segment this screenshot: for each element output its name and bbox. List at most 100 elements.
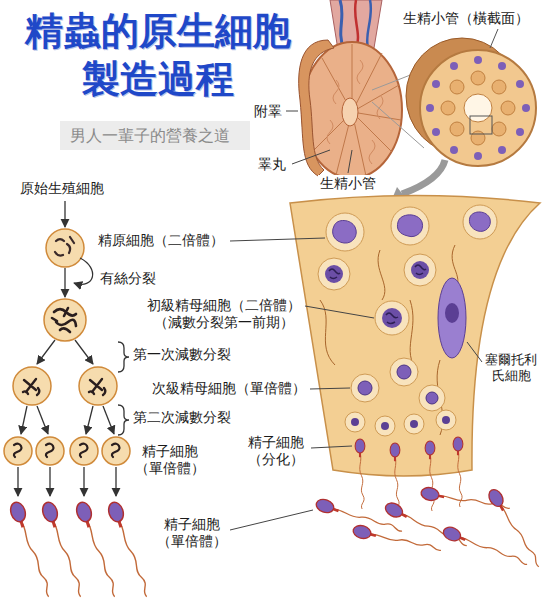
- basal-nuclei: [474, 56, 482, 64]
- secondary-spermatocyte: [390, 358, 418, 386]
- watermark: 男人一輩子的營養之道: [70, 126, 230, 145]
- secondary-spermatocyte: [426, 392, 438, 404]
- spermatid-nuclei: [442, 416, 450, 424]
- basal-nuclei: [450, 62, 458, 70]
- secondary-spermatocyte: [390, 358, 418, 386]
- testis-figure: [299, 0, 402, 178]
- leader-line: [490, 29, 498, 48]
- primary-spermatocyte-cell: [52, 308, 76, 332]
- secondary-spermatocyte-cell: [13, 367, 51, 405]
- primary-spermatocyte: [329, 269, 340, 279]
- secondary-spermatocyte: [419, 385, 445, 411]
- basal-nuclei: [516, 80, 524, 88]
- zoom-arrow: [402, 160, 445, 194]
- basal-nuclei: [426, 104, 434, 112]
- cell-label: 精子細胞 （單倍體）: [155, 516, 229, 550]
- secondary-spermatocyte: [351, 374, 379, 402]
- cell-label: 初級精母細胞（二倍體） （減數分裂第一前期）: [145, 297, 303, 331]
- secondary-spermatocyte-cell: [79, 367, 117, 405]
- maturing-sperm: [355, 439, 365, 509]
- flow-arrow: [49, 467, 50, 496]
- flow-arrow: [64, 268, 65, 297]
- part-label: 生精小管: [318, 175, 378, 192]
- cell-label: 精子細胞 （分化）: [245, 434, 307, 468]
- part-label: 睪丸: [258, 156, 286, 173]
- inner-cells: [441, 71, 515, 145]
- secondary-spermatocyte: [351, 374, 379, 402]
- inner-cells: [441, 101, 455, 115]
- cylinder-face: [420, 50, 536, 166]
- primary-spermatocyte: [375, 301, 409, 335]
- basal-nuclei: [498, 62, 506, 70]
- spermatid-cell: [102, 437, 130, 465]
- spermatid-nuclei: [410, 420, 418, 428]
- primary-spermatocyte-cell: [44, 299, 86, 341]
- process-label: 第二次減數分裂: [133, 409, 231, 426]
- flow-arrow: [115, 467, 116, 496]
- flow-arrow: [17, 467, 18, 496]
- flow-arrow: [83, 467, 84, 496]
- free-sperm: [352, 524, 442, 559]
- flow-arrow: [103, 406, 114, 434]
- inner-cells: [450, 80, 464, 94]
- spermatid-cell: [36, 437, 64, 465]
- basal-nuclei: [522, 104, 530, 112]
- secondary-spermatocyte-cell: [23, 379, 39, 395]
- flow-arrow: [37, 340, 55, 364]
- leader-line: [230, 510, 313, 530]
- primary-spermatocyte: [382, 308, 402, 328]
- spermatid-cell: [46, 444, 54, 457]
- zoom-box: [470, 116, 492, 134]
- inner-cells: [501, 101, 515, 115]
- flow-arrow: [75, 340, 93, 364]
- leader-line: [305, 306, 374, 318]
- tubule-coils: [327, 120, 333, 144]
- inner-cells: [471, 131, 485, 145]
- lumen: [464, 94, 492, 122]
- cell-label: 次級精母細胞（單倍體）: [152, 380, 306, 397]
- tubule-coils: [357, 60, 363, 84]
- primary-spermatocyte: [411, 261, 429, 279]
- primary-spermatocyte: [415, 265, 426, 275]
- brace: [118, 342, 129, 372]
- spermatid-cell: [36, 437, 64, 465]
- secondary-spermatocyte-cell: [13, 367, 51, 405]
- primary-spermatocyte-cell: [44, 299, 86, 341]
- inner-cells: [492, 80, 506, 94]
- diagram-title: 精蟲的原生細胞 製造過程: [8, 8, 308, 103]
- tubule-wall: [290, 196, 540, 514]
- cell-label: 精子細胞 （單倍體）: [134, 443, 206, 477]
- basal-nuclei: [432, 128, 440, 136]
- spermatid-cell: [102, 437, 130, 465]
- testis-lobules: [352, 112, 392, 152]
- secondary-spermatocyte: [419, 385, 445, 411]
- inner-cells: [471, 71, 485, 85]
- lineage-figure: [4, 201, 150, 600]
- spermatid-cell: [80, 444, 88, 457]
- spermatid-nuclei: [381, 422, 389, 430]
- spermatogonium: [333, 220, 357, 243]
- spermatids: [436, 410, 456, 430]
- spermatid-cell: [14, 444, 22, 457]
- part-label: 生精小管（橫截面）: [403, 10, 529, 27]
- spermatid-cell: [70, 437, 98, 465]
- tubule-cross-section: [406, 29, 536, 166]
- primary-spermatocyte: [386, 313, 398, 324]
- brace: [118, 405, 129, 435]
- sertoli-cell: [438, 278, 466, 358]
- tubule-coils: [327, 60, 383, 164]
- spermatid-cell: [4, 437, 32, 465]
- sertoli-cell: [438, 278, 466, 358]
- flow-arrow: [37, 406, 48, 434]
- flow-arrow: [86, 406, 93, 434]
- primary-spermatocyte: [318, 258, 350, 290]
- basal-nuclei: [516, 128, 524, 136]
- spermatids: [345, 410, 456, 436]
- rete-testis: [342, 98, 358, 126]
- secondary-spermatocyte: [358, 381, 372, 395]
- basal-nuclei: [432, 80, 440, 88]
- basal-nuclei: [450, 146, 458, 154]
- spermatogonium-cell: [55, 237, 74, 256]
- stage-label: 原始生殖細胞: [20, 180, 104, 197]
